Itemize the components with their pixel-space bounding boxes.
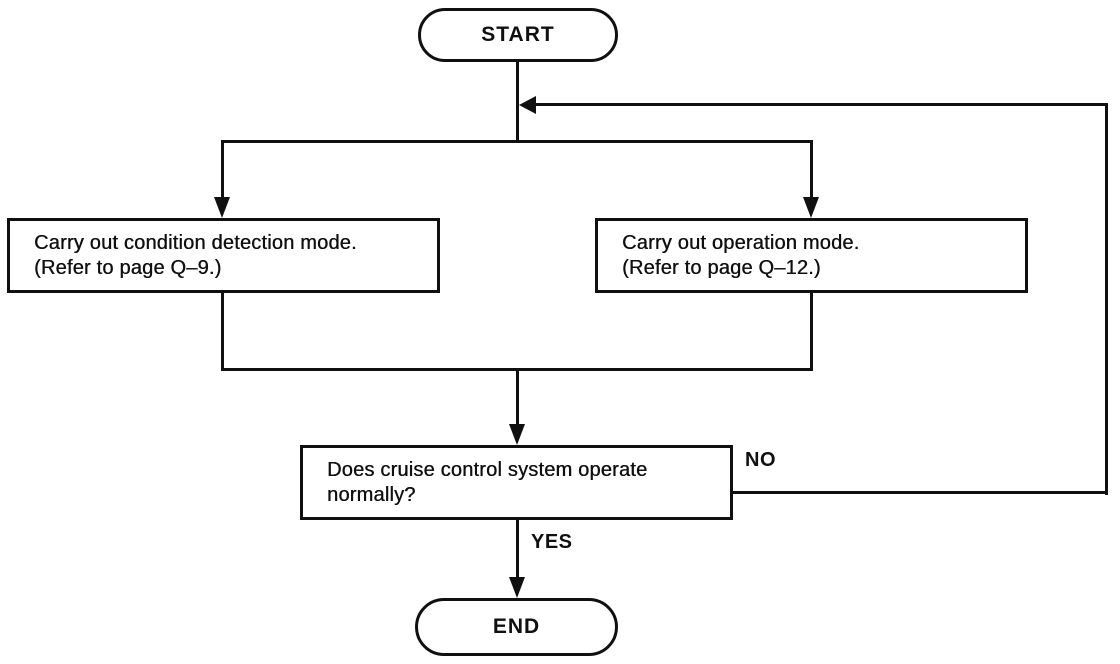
edge-branch-to-condition-box	[221, 140, 224, 200]
edge-condition-box-to-convergence	[221, 291, 224, 371]
end-node: END	[415, 598, 618, 656]
decision-box-line1: Does cruise control system operate	[327, 458, 648, 481]
arrowhead-into-end	[509, 577, 525, 598]
arrowhead-into-decision-box	[509, 424, 525, 445]
edge-convergence-to-decision	[516, 368, 519, 427]
edge-label-yes: YES	[531, 531, 573, 553]
edge-label-no: NO	[745, 449, 776, 471]
operation-box-line1: Carry out operation mode.	[622, 231, 860, 254]
edge-branch-to-operation-box	[810, 140, 813, 200]
edge-branch-horizontal	[221, 140, 813, 143]
decision-box: Does cruise control system operate norma…	[300, 445, 733, 520]
condition-detection-box-line1: Carry out condition detection mode.	[34, 231, 357, 254]
decision-box-line2: normally?	[327, 483, 416, 506]
condition-detection-box: Carry out condition detection mode. (Ref…	[7, 218, 440, 293]
condition-detection-box-line2: (Refer to page Q–9.)	[34, 256, 222, 279]
arrowhead-into-operation-box	[803, 197, 819, 218]
edge-loop-top-horizontal	[534, 103, 1108, 106]
edge-operation-box-to-convergence	[810, 291, 813, 371]
edge-start-to-branch	[516, 62, 519, 143]
start-node: START	[418, 8, 618, 62]
arrowhead-into-condition-box	[214, 197, 230, 218]
edge-no-horizontal	[733, 491, 1108, 494]
end-node-label: END	[492, 615, 541, 638]
operation-box-line2: (Refer to page Q–12.)	[622, 256, 821, 279]
start-node-label: START	[481, 23, 555, 46]
arrowhead-loop-into-main-line	[519, 96, 536, 114]
edge-decision-to-end	[516, 518, 519, 580]
edge-loop-right-vertical	[1105, 103, 1108, 495]
operation-box: Carry out operation mode. (Refer to page…	[595, 218, 1028, 293]
